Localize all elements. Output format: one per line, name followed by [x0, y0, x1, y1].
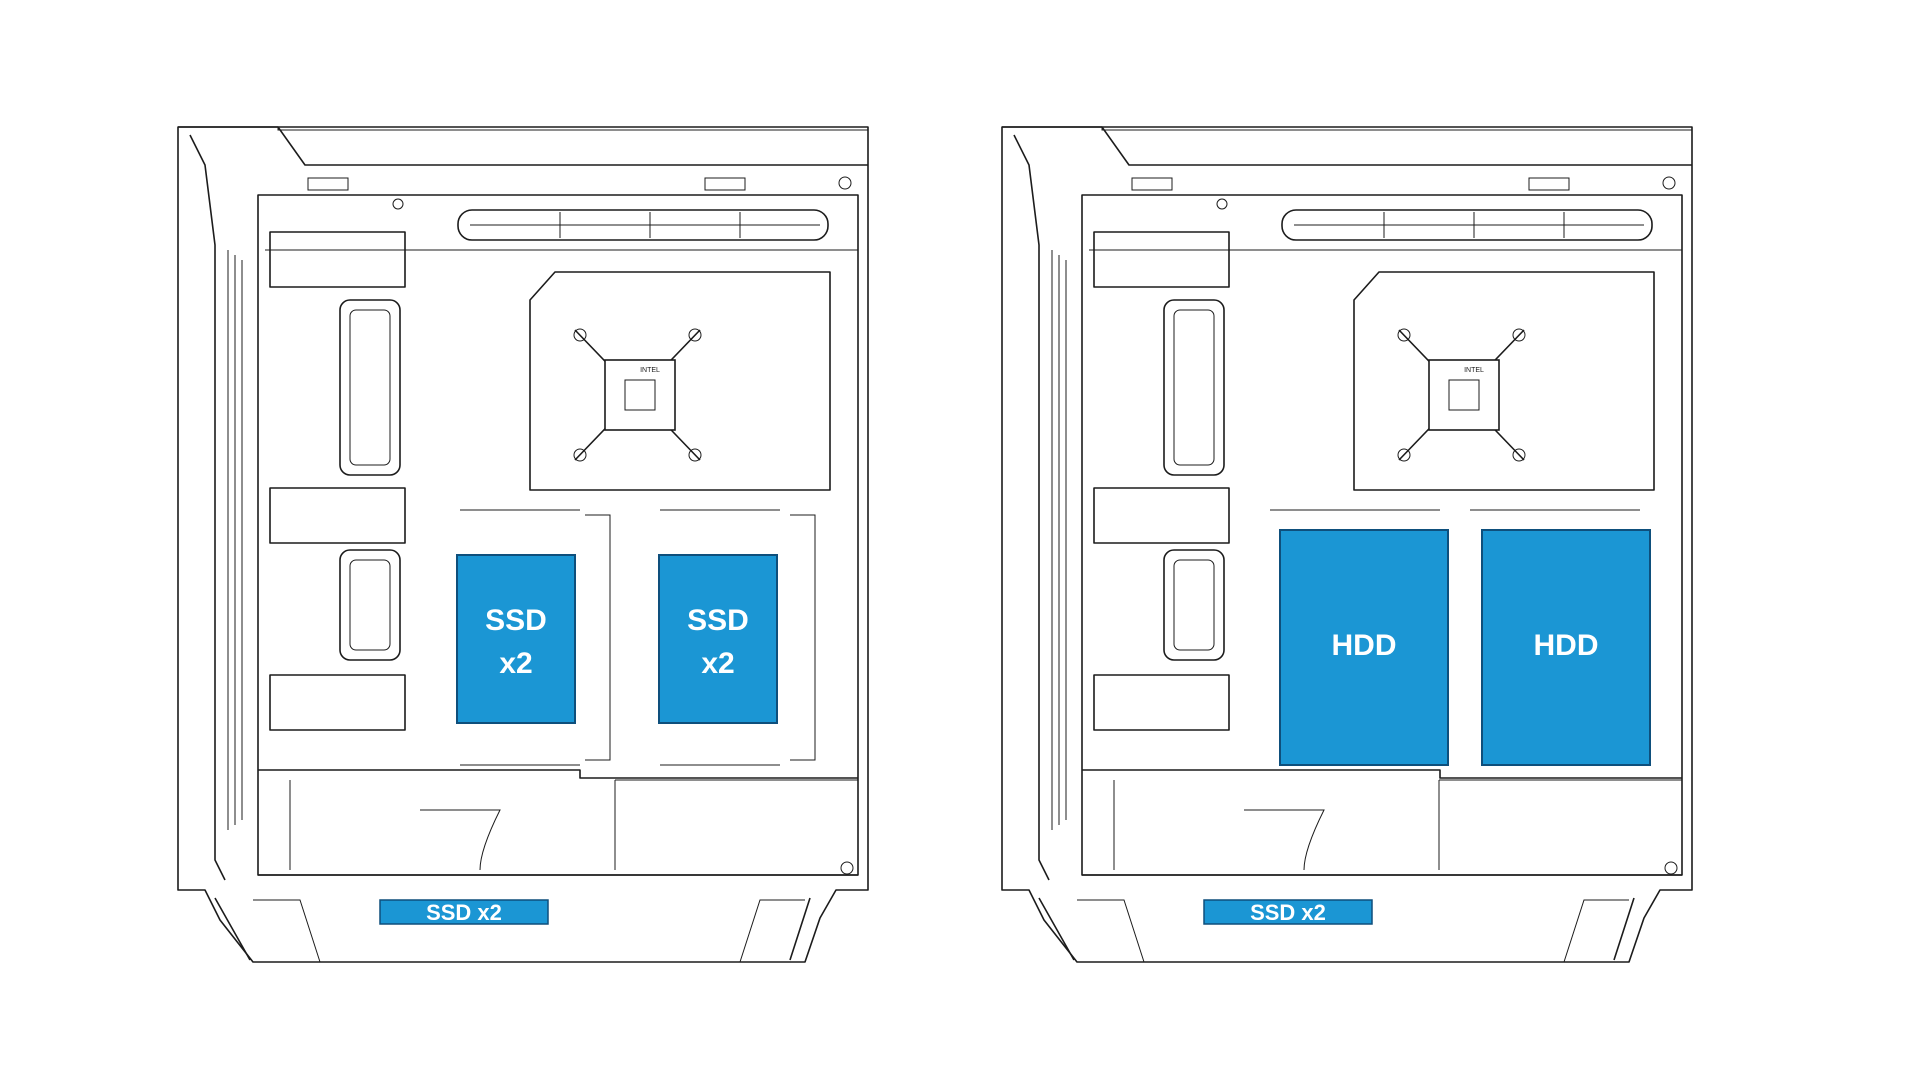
case-right-cpu-mount-label: INTEL	[1464, 367, 1484, 374]
shroud-badge-left-text: SSD x2	[426, 900, 502, 925]
drive-bay-1-line1: SSD	[485, 604, 547, 637]
case-left-drive-slot-2: SSD x2	[658, 554, 778, 724]
case-right-cable-trays	[1093, 231, 1230, 731]
case-right-outer-shell	[1001, 126, 1693, 963]
shroud-badge-right-text: SSD x2	[1250, 900, 1326, 925]
case-left-inner-frame	[257, 194, 859, 876]
case-right-motherboard-plate	[1353, 271, 1655, 491]
case-right-cpu-mount: INTEL	[1397, 328, 1526, 462]
case-left: INTEL	[177, 126, 869, 963]
case-left-psu-shroud	[258, 769, 858, 779]
case-right-front-bezel	[1013, 134, 1050, 881]
case-left-drive-slot-1: SSD x2	[456, 554, 576, 724]
drive-bay-3	[1279, 529, 1449, 766]
case-right-drive-slot-2: HDD	[1481, 529, 1651, 766]
drive-bay-4	[1481, 529, 1651, 766]
shroud-badge-right	[1203, 899, 1373, 925]
drive-bay-4-line1: HDD	[1534, 629, 1599, 662]
case-right-top-panel	[1002, 126, 1692, 166]
drive-bay-3-line1: HDD	[1332, 629, 1397, 662]
case-left-front-bezel	[189, 134, 226, 881]
case-right-drive-slot-1: HDD	[1279, 529, 1449, 766]
case-left-top-fan-rail	[457, 209, 829, 241]
case-left-cpu-mount: INTEL	[573, 328, 702, 462]
case-right-psu-shroud	[1082, 769, 1682, 779]
case-left-outer-shell	[177, 126, 869, 963]
drive-bay-1-line2: x2	[499, 647, 532, 680]
case-left-shroud-badge: SSD x2	[379, 899, 549, 925]
shroud-badge-left	[379, 899, 549, 925]
case-left-cpu-mount-label: INTEL	[640, 367, 660, 374]
case-left-cable-trays	[269, 231, 406, 731]
drive-bay-2-line2: x2	[701, 647, 734, 680]
case-right-shroud-badge: SSD x2	[1203, 899, 1373, 925]
case-right: INTEL	[1001, 126, 1693, 963]
drive-bay-1	[456, 554, 576, 724]
case-left-motherboard-plate	[529, 271, 831, 491]
drive-bay-2-line1: SSD	[687, 604, 749, 637]
drive-bay-2	[658, 554, 778, 724]
case-left-top-panel	[178, 126, 868, 166]
case-right-top-fan-rail	[1281, 209, 1653, 241]
